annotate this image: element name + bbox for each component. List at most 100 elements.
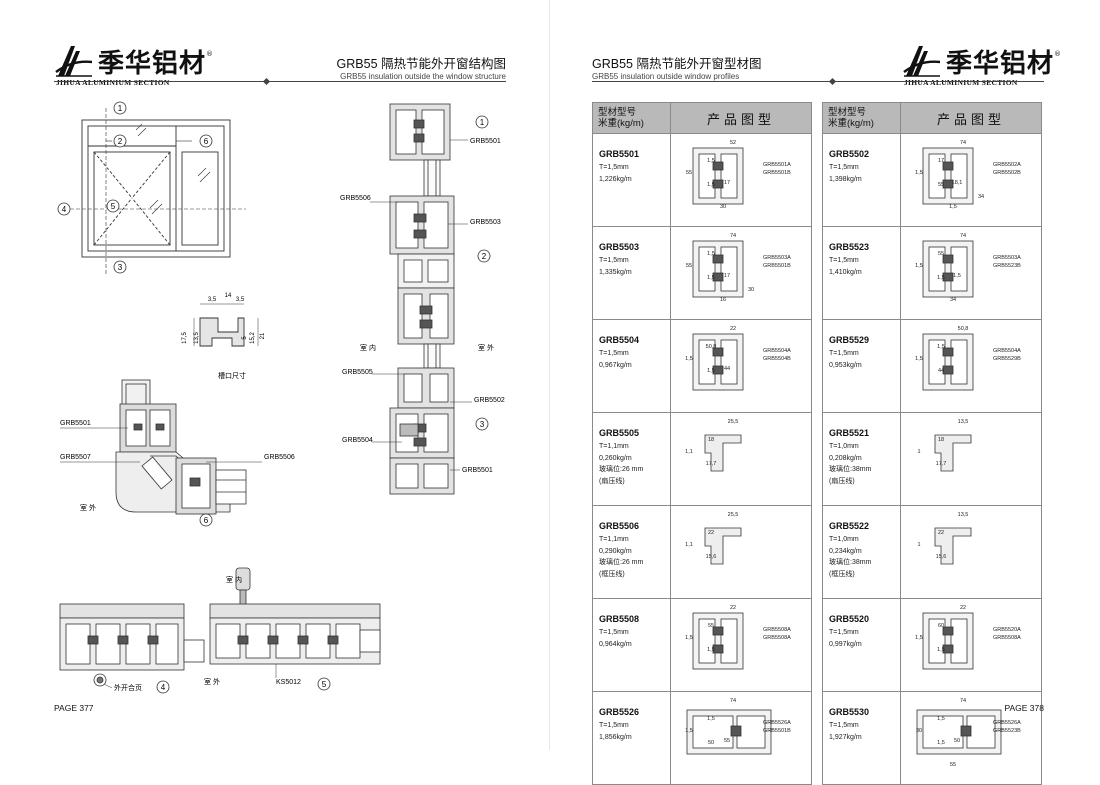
marker-4: 4 [62, 205, 67, 214]
profile-dimension: 30 [748, 287, 754, 293]
profile-dimension: 22 [708, 530, 714, 536]
profile-dimension: 22 [938, 530, 944, 536]
logo-name-cn: 季华铝材 [946, 48, 1055, 79]
profile-dimension: 1,5 [949, 204, 957, 210]
profile-part-label: GRB5504B [763, 356, 791, 362]
profile-dimension: 17 [724, 273, 730, 279]
profile-dimension: 25,5 [728, 512, 739, 518]
profile-dimension: 1 [917, 449, 920, 455]
profile-dimension: 1,5 [937, 344, 945, 350]
corner-marker-circle [199, 513, 213, 527]
corner-label-grb5501: GRB5501 [60, 420, 91, 427]
brand-logo: 季华铝材 ® JIHUA ALUMINIUM SECTION [902, 42, 1061, 87]
logo-emblem-icon [903, 46, 941, 77]
profile-spec-line: T=1,5mm [599, 722, 629, 729]
structure-drawings: 1 2 6 4 5 3 3,5 14 3,5 17,5 13,5 5 15,2 … [57, 101, 505, 694]
profile-part-label: GRB5526A [993, 720, 1021, 726]
vsec-label-grb5501-bottom: GRB5501 [462, 467, 493, 474]
vsec-marker-3: 3 [480, 420, 485, 429]
vertical-section [370, 103, 472, 495]
profile-spec-line: 玻璃位:38mm [829, 466, 872, 473]
page-spine [549, 0, 550, 750]
profile-spec-line: 0,234kg/m [829, 547, 862, 555]
profile-dimension: 17,7 [936, 461, 947, 467]
profile-dimension: 1,5 [937, 275, 945, 281]
profile-spec-line: T=1,5mm [829, 350, 859, 357]
profile-drawing [934, 527, 972, 565]
profile-code: GRB5530 [829, 707, 870, 717]
hinge-section [59, 603, 205, 689]
profile-part-label: GRB5502A [993, 162, 1021, 168]
profile-dimension: 22 [960, 605, 966, 611]
profile-spec-line: 0,964kg/m [599, 640, 632, 648]
profile-dimension: 18 [938, 437, 944, 443]
profile-spec-line: 1,398kg/m [829, 175, 862, 183]
profile-dimension: 74 [730, 233, 736, 239]
profile-code: GRB5520 [829, 614, 870, 624]
slot-dimension-detail: 3,5 14 3,5 17,5 13,5 5 15,2 21 槽口尺寸 [182, 293, 266, 380]
profile-dimension: 74 [960, 698, 966, 704]
profile-dimension: 1,5 [685, 635, 693, 641]
vsec-marker-1: 1 [480, 118, 485, 127]
profile-part-label: GRB5529B [993, 356, 1021, 362]
vsec-label-grb5503: GRB5503 [470, 219, 501, 226]
title-cn: GRB55 隔热节能外开窗结构图 [336, 57, 506, 71]
profile-code: GRB5506 [599, 521, 640, 531]
profile-dimension: 1,5 [707, 158, 715, 164]
profile-spec-line: T=1,0mm [829, 443, 859, 450]
profile-part-label: GRB5523B [993, 728, 1021, 734]
profile-dimension: 1,5 [707, 275, 715, 281]
right-page-number: PAGE 378 [1004, 703, 1044, 713]
header-rule [54, 81, 506, 82]
profile-dimension: 30 [916, 728, 922, 734]
corner-label-grb5507: GRB5507 [60, 454, 91, 461]
profile-spec-line: T=1,5mm [829, 164, 859, 171]
profile-code: GRB5521 [829, 428, 870, 438]
profile-dimension: 34 [950, 297, 956, 303]
profile-code: GRB5522 [829, 521, 870, 531]
slot-dim-g: 15,2 [250, 332, 256, 344]
profile-part-label: GRB5523B [993, 263, 1021, 269]
lock-section [209, 567, 381, 678]
registered-mark: ® [206, 50, 214, 58]
title-en: GRB55 insulation outside window profiles [592, 72, 740, 81]
profile-part-label: GRB5501A [763, 162, 791, 168]
lock-inside-label: 室 内 [226, 575, 242, 584]
profile-dimension: 1,5 [953, 273, 961, 279]
profile-spec-line: T=1,1mm [599, 536, 629, 543]
profile-dimension: 55 [938, 182, 944, 188]
profile-dimension: 44 [938, 368, 944, 374]
profile-part-label: GRB5504A [763, 348, 791, 354]
logo-name-en: JIHUA ALUMINIUM SECTION [904, 78, 1018, 87]
profile-spec-line: 玻璃位:38mm [829, 559, 872, 566]
logo-emblem-icon [55, 46, 93, 77]
profile-drawing [922, 240, 974, 298]
profile-dimension: 55 [686, 170, 692, 176]
profile-spec-line: 1,226kg/m [599, 175, 632, 183]
profile-dimension: 1,5 [685, 728, 693, 734]
profile-spec-line: (框压线) [599, 570, 625, 578]
brand-logo: 季华铝材 ® JIHUA ALUMINIUM SECTION [54, 42, 213, 87]
profile-dimension: 15,6 [936, 554, 947, 560]
